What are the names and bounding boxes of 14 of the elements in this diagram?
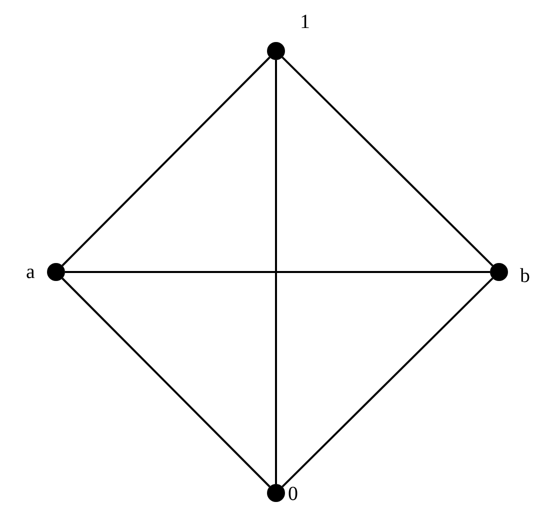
vertex-label: 1 <box>300 12 310 32</box>
vertex-dot <box>266 41 286 61</box>
vertex-dot <box>46 262 66 282</box>
vertex-dot <box>489 262 509 282</box>
edge-line <box>282 56 494 266</box>
vertex-label: 0 <box>288 484 298 504</box>
edge-line <box>275 60 277 484</box>
vertex-label: a <box>26 262 35 282</box>
vertex-dot <box>266 483 286 503</box>
edge-line <box>62 278 270 488</box>
edge-line <box>62 56 270 266</box>
vertex-label: b <box>520 266 530 286</box>
edge-line <box>282 278 494 488</box>
edge-line <box>65 271 490 273</box>
